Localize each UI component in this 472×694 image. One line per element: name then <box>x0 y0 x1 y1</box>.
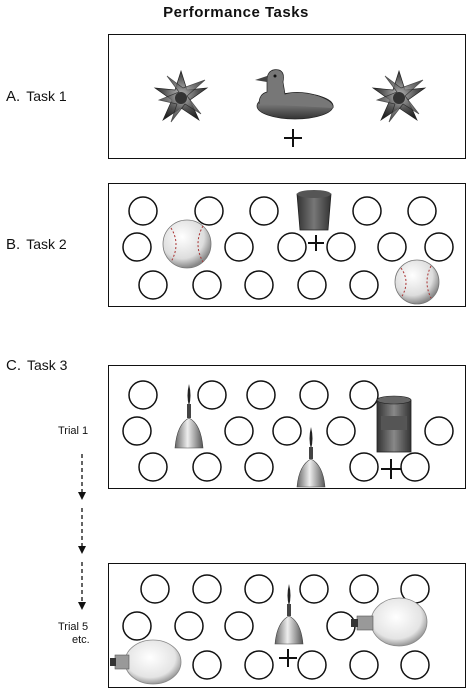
baseball-icon <box>162 219 212 269</box>
light-bulb-icon <box>110 639 182 685</box>
duck-icon <box>255 69 334 120</box>
distractor-circles <box>122 574 430 680</box>
task-2-name: Task 2 <box>26 236 67 252</box>
task-1-label: A. Task 1 <box>6 88 67 105</box>
bow-icon <box>153 69 209 123</box>
trial-etc-text: etc. <box>72 634 90 646</box>
task-3-label: C. Task 3 <box>6 357 67 374</box>
trial-5-label: Trial 5 etc. <box>58 621 90 647</box>
bell-icon <box>296 427 326 488</box>
figure-title: Performance Tasks <box>163 4 309 21</box>
task-3-name: Task 3 <box>27 357 68 373</box>
task-2-label: B. Task 2 <box>6 236 67 253</box>
light-bulb-icon <box>351 597 428 647</box>
cup-icon <box>296 190 332 231</box>
trial-sequence-arrows <box>78 454 86 610</box>
trial-1-label: Trial 1 <box>58 425 89 437</box>
tin-can-icon <box>376 395 412 453</box>
task-2-letter: B. <box>6 236 21 253</box>
bow-icon <box>371 69 427 123</box>
bell-icon <box>274 584 304 645</box>
fixation-cross <box>381 459 401 479</box>
task-3-trial-1-panel <box>108 365 466 489</box>
task-3-trial-5-panel <box>108 563 466 688</box>
baseball-icon <box>394 259 440 305</box>
task-3-trial-5-scene <box>110 574 430 685</box>
task-2-panel <box>108 183 466 307</box>
task-1-letter: A. <box>6 88 21 105</box>
task-2-scene <box>122 190 454 305</box>
fixation-cross <box>308 235 324 251</box>
fixation-cross <box>279 649 297 667</box>
bell-icon <box>174 384 204 449</box>
distractor-circles <box>122 196 454 300</box>
task-1-panel <box>108 34 466 159</box>
distractor-circles <box>122 380 454 482</box>
task-1-scene <box>153 69 427 147</box>
trial-5-text: Trial 5 <box>58 621 89 633</box>
task-3-trial-1-scene <box>122 380 454 488</box>
task-3-letter: C. <box>6 357 21 374</box>
task-1-name: Task 1 <box>26 88 67 104</box>
fixation-cross <box>284 129 302 147</box>
